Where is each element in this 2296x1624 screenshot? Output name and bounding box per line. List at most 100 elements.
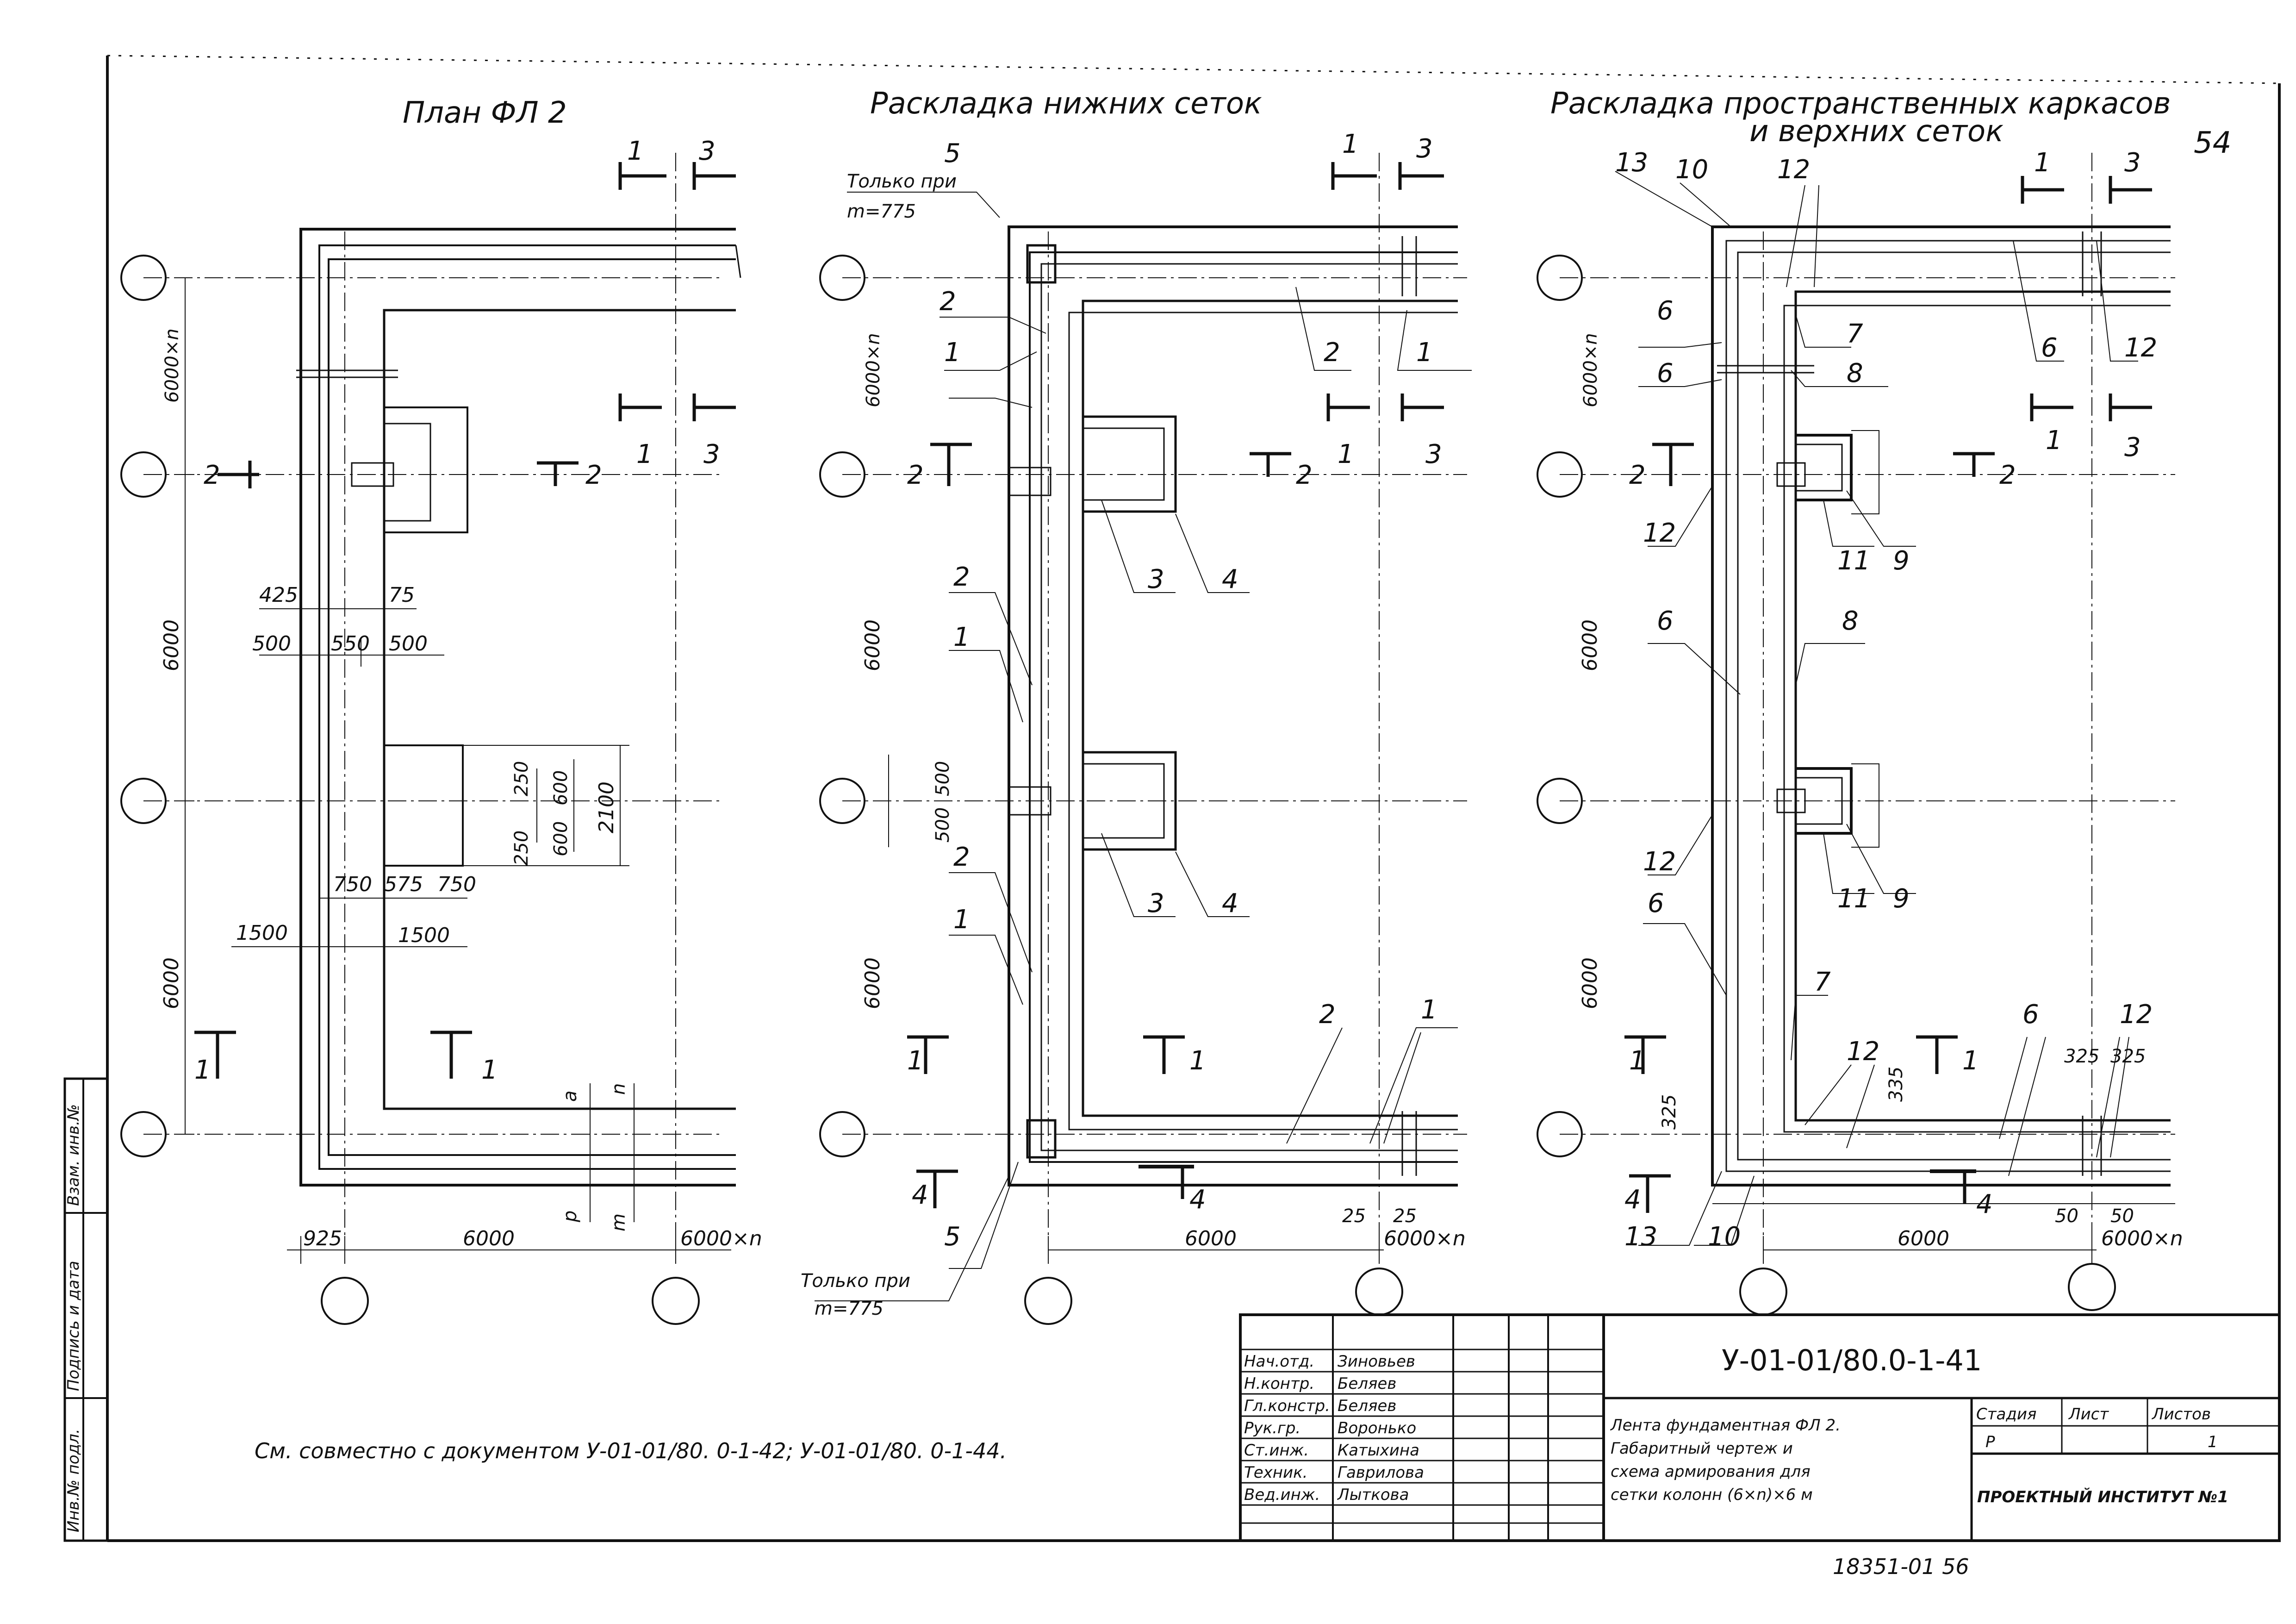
cages-label-6-b: 6 xyxy=(1657,358,1674,388)
cages-label-6-a: 6 xyxy=(1657,296,1674,326)
plan-dim-6000: 6000 xyxy=(463,1227,515,1250)
document-code: У-01-01/80.0-1-41 xyxy=(1722,1343,1982,1377)
sheet-header: Лист xyxy=(2068,1405,2109,1424)
role-3: Рук.гр. xyxy=(1244,1419,1300,1437)
plan-sec-1-left: 1 xyxy=(194,1055,211,1085)
cages-title-line1: Раскладка пространственных каркасов xyxy=(1550,87,2171,121)
description-line-4: сетки колонн (6×n)×6 м xyxy=(1611,1486,1813,1504)
cages-dim-6000: 6000 xyxy=(1898,1227,1949,1250)
role-1: Н.контр. xyxy=(1244,1374,1314,1393)
name-1: Беляев xyxy=(1338,1374,1396,1393)
meshes-m775-top: m=775 xyxy=(847,201,916,222)
cages-label-12-d: 12 xyxy=(1847,1037,1879,1067)
plan-dim-925: 925 xyxy=(303,1227,342,1250)
cages-label-7-a: 7 xyxy=(1847,319,1863,349)
cages-label-12-e: 12 xyxy=(2120,999,2153,1030)
meshes-only-when-bot: Только при xyxy=(801,1270,910,1292)
meshes-label-3-a: 3 xyxy=(1148,564,1164,594)
plan-sec-2-right: 2 xyxy=(585,460,602,490)
meshes-label-2-a: 2 xyxy=(940,287,956,317)
cages-view xyxy=(1537,153,2175,1316)
meshes-label-4-a: 4 xyxy=(1222,564,1238,594)
cages-label-8-a: 8 xyxy=(1847,358,1863,388)
role-6: Вед.инж. xyxy=(1244,1486,1320,1504)
cages-dim-325a: 325 xyxy=(1659,1094,1680,1130)
plan-dim-500b: 500 xyxy=(389,632,428,656)
meshes-label-2-b: 2 xyxy=(1324,337,1340,368)
meshes-texts: Только при m=775 Только при m=775 5 2 1 … xyxy=(801,129,1466,1319)
cages-sec-4-right: 4 xyxy=(1976,1189,1993,1219)
meshes-label-3-b: 3 xyxy=(1148,888,1164,918)
meshes-label-1-c: 1 xyxy=(953,622,970,652)
role-5: Техник. xyxy=(1244,1463,1307,1482)
cages-dim-v-mid: 6000 xyxy=(1578,619,1602,671)
name-4: Катыхина xyxy=(1338,1441,1419,1460)
reference-note: См. совместно с документом У-01-01/80. 0… xyxy=(255,1438,1007,1463)
plan-dim-2100: 2100 xyxy=(595,781,618,833)
meshes-sec-4-right: 4 xyxy=(1189,1185,1206,1215)
cages-dim-50b: 50 xyxy=(2110,1206,2134,1227)
cages-label-12-top: 12 xyxy=(1777,155,1810,185)
meshes-dim-25a: 25 xyxy=(1342,1206,1366,1227)
cages-dim-335: 335 xyxy=(1885,1067,1907,1102)
footer-code: 18351-01 56 xyxy=(1833,1554,1969,1579)
cages-label-12-c: 12 xyxy=(1643,847,1676,877)
cages-label-6-d: 6 xyxy=(1657,606,1674,636)
meshes-dim-6000n: 6000×n xyxy=(1384,1227,1466,1250)
cages-label-12-a: 12 xyxy=(2124,333,2157,363)
cages-dim-v-bot: 6000 xyxy=(1578,957,1602,1009)
cages-label-6-e: 6 xyxy=(1648,888,1664,918)
cages-sec-3-top: 3 xyxy=(2124,148,2141,178)
plan-texts: 1 3 1 3 2 2 1 1 6000×n 6000 6000 425 75 … xyxy=(160,136,762,1250)
title-block xyxy=(1239,1313,2281,1542)
cages-label-6-c: 6 xyxy=(2041,333,2058,363)
meshes-label-2-e: 2 xyxy=(1319,999,1336,1030)
cages-dim-6000n: 6000×n xyxy=(2101,1227,2183,1250)
cages-dim-325b: 325 xyxy=(2064,1046,2099,1067)
plan-sec-2-left: 2 xyxy=(204,460,220,490)
cages-label-11-a: 11 xyxy=(1837,546,1870,576)
plan-dim-600b: 600 xyxy=(550,821,572,856)
sheets-value: 1 xyxy=(2208,1433,2218,1451)
plan-dim-a: a xyxy=(560,1090,581,1102)
role-2: Гл.констр. xyxy=(1244,1397,1330,1415)
cages-label-6-f: 6 xyxy=(2022,999,2039,1030)
cages-label-9-a: 9 xyxy=(1893,546,1910,576)
plan-dim-500a: 500 xyxy=(252,632,291,656)
meshes-label-5-bot: 5 xyxy=(944,1222,961,1252)
cages-section-marks xyxy=(1624,176,2152,1213)
plan-section-marks xyxy=(194,162,736,1079)
organization: ПРОЕКТНЫЙ ИНСТИТУТ №1 xyxy=(1977,1487,2228,1506)
stamp-replace: Взам. инв.№ xyxy=(64,1104,83,1206)
meshes-only-when-top: Только при xyxy=(847,171,957,192)
cages-label-9-b: 9 xyxy=(1893,884,1910,914)
meshes-sec-1-right: 1 xyxy=(1189,1046,1206,1076)
name-3: Воронько xyxy=(1338,1419,1416,1437)
meshes-dim-500b: 500 xyxy=(932,807,953,843)
cages-sec-4-left: 4 xyxy=(1624,1185,1641,1215)
meshes-label-1-a: 1 xyxy=(944,337,961,368)
meshes-sec-2-left: 2 xyxy=(907,460,924,490)
meshes-sec-2-right: 2 xyxy=(1296,460,1313,490)
role-4: Ст.инж. xyxy=(1244,1441,1309,1460)
plan-dim-1500b: 1500 xyxy=(398,924,450,947)
plan-dim-v-mid: 6000 xyxy=(160,619,183,671)
plan-sec-1-right: 1 xyxy=(481,1055,498,1085)
cages-label-12-b: 12 xyxy=(1643,518,1676,548)
meshes-label-1-e: 1 xyxy=(1421,995,1437,1025)
cages-label-10-bot: 10 xyxy=(1708,1222,1741,1252)
cages-dim-v-top: 6000×n xyxy=(1580,333,1601,407)
meshes-dim-6000: 6000 xyxy=(1185,1227,1237,1250)
cages-sec-1-left: 1 xyxy=(1629,1046,1646,1076)
name-6: Лыткова xyxy=(1337,1486,1409,1504)
meshes-label-1-d: 1 xyxy=(953,905,970,935)
description-line-1: Лента фундаментная ФЛ 2. xyxy=(1610,1416,1841,1435)
plan-view xyxy=(120,153,741,1325)
plan-dim-250b: 250 xyxy=(511,831,532,866)
meshes-label-5-top: 5 xyxy=(944,138,961,169)
plan-dim-v-bot: 6000 xyxy=(160,957,183,1009)
sheets-header: Листов xyxy=(2151,1405,2211,1424)
sheet-frame xyxy=(106,55,2281,1542)
plan-dim-n: n xyxy=(608,1083,629,1095)
